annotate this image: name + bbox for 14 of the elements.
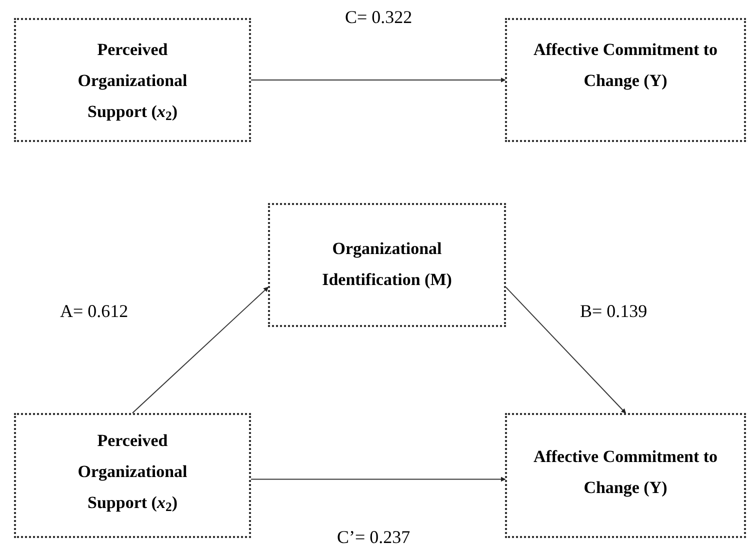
variable-box: [14, 413, 251, 538]
arrow: [132, 286, 269, 414]
variable-name: Perceived Organizational Support (x$_{2}$): [76, 430, 188, 516]
variable-box: [505, 413, 746, 538]
variable-name: Organizational Identification (M): [321, 238, 453, 291]
variable-box: [14, 18, 251, 142]
arrow: [506, 286, 626, 414]
variable-name: Affective Commitment to Change (Y): [532, 39, 719, 92]
variable-name: Perceived Organizational Support (x$_{2}$): [76, 39, 188, 126]
variable-box: [268, 203, 506, 327]
arrow: [250, 78, 506, 82]
variable-name: Affective Commitment to Change (Y): [532, 446, 719, 499]
variable-box: [505, 18, 746, 142]
arrow: [250, 476, 506, 482]
